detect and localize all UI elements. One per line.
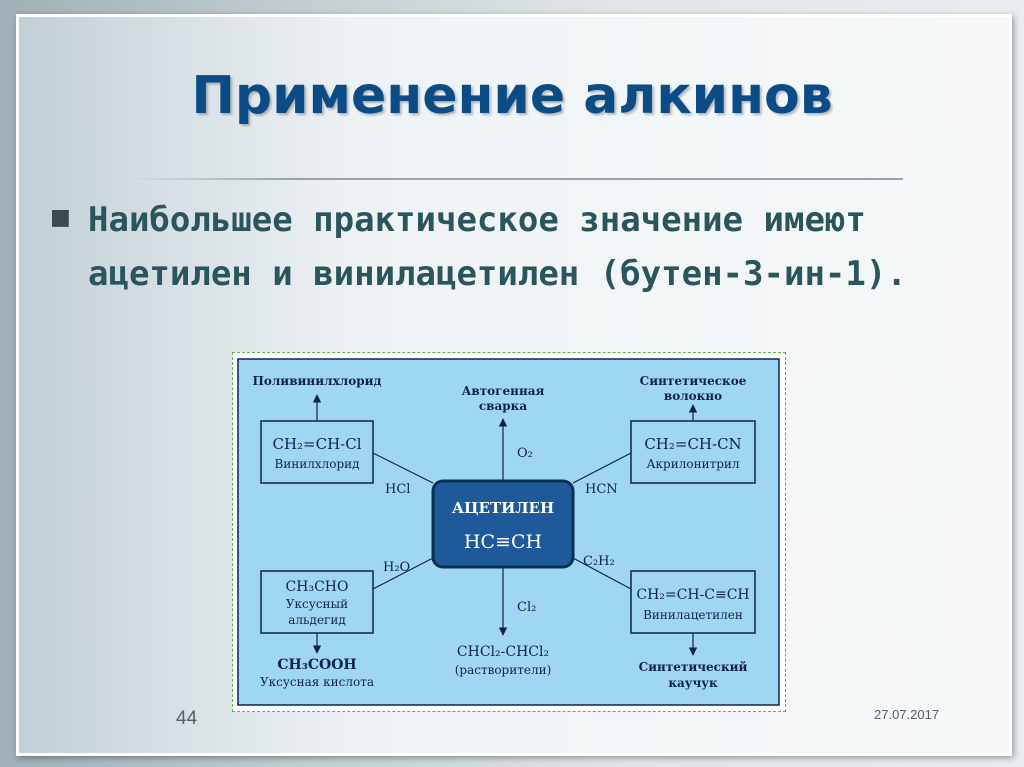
bottom-product: CHCl₂-CHCl₂ [457, 644, 549, 660]
top-right-name: Акрилонитрил [646, 457, 739, 471]
top-right-box [630, 420, 756, 484]
slide-date: 27.07.2017 [874, 707, 940, 722]
title-divider [130, 178, 903, 180]
bottom-right-reagent: C₂H₂ [583, 554, 615, 569]
page-number: 44 [176, 708, 198, 729]
diagram-svg: АЦЕТИЛЕН HC≡CH Автогенная сварка O₂ Поли… [237, 358, 780, 706]
bottom-right-product-line2: каучук [668, 676, 718, 690]
bottom-left-name-line1: Уксусный [286, 597, 348, 611]
bullet-text: Наибольшее практическое значение имеют а… [88, 200, 907, 294]
bottom-right-formula: CH₂=CH-C≡CH [636, 587, 749, 603]
top-right-product-line2: волокно [664, 389, 722, 403]
slide-title: Применение алкинов [191, 66, 833, 126]
link-bottom-left [372, 557, 434, 590]
bottom-left-name-line2: альдегид [288, 613, 345, 627]
top-right-product-line1: Синтетическое [640, 374, 747, 388]
top-left-formula: CH₂=CH-Cl [272, 435, 361, 453]
top-right-reagent: HCN [585, 482, 618, 497]
bottom-left-box [260, 570, 374, 634]
bottom-right-product-line1: Синтетический [639, 660, 748, 674]
bottom-product-name: (растворители) [455, 663, 552, 677]
bottom-reagent: Cl₂ [517, 600, 536, 615]
bottom-right-name: Винилацетилен [643, 608, 743, 622]
top-product-line1: Автогенная [462, 384, 545, 398]
bottom-left-product-name: Уксусная кислота [260, 675, 374, 689]
bottom-left-product: CH₃COOH [277, 657, 356, 673]
bottom-right-box [630, 570, 756, 634]
acetylene-diagram: АЦЕТИЛЕН HC≡CH Автогенная сварка O₂ Поли… [232, 352, 786, 712]
link-bottom-right [572, 557, 632, 590]
top-left-box [260, 420, 374, 484]
top-reagent: O₂ [517, 446, 533, 461]
center-label: АЦЕТИЛЕН [452, 499, 554, 517]
top-left-reagent: HCl [385, 482, 410, 497]
link-top-left [372, 452, 434, 484]
top-left-product: Поливинилхлорид [253, 374, 382, 388]
bottom-left-reagent: H₂O [383, 560, 410, 575]
center-formula: HC≡CH [464, 531, 542, 553]
center-box [431, 479, 575, 569]
top-product-line2: сварка [479, 399, 527, 413]
bullet-icon: ■ [50, 205, 71, 230]
bottom-left-formula: CH₃CHO [286, 579, 349, 595]
top-left-name: Винилхлорид [274, 457, 359, 471]
link-top-right [572, 452, 632, 484]
top-right-formula: CH₂=CH-CN [644, 435, 741, 453]
